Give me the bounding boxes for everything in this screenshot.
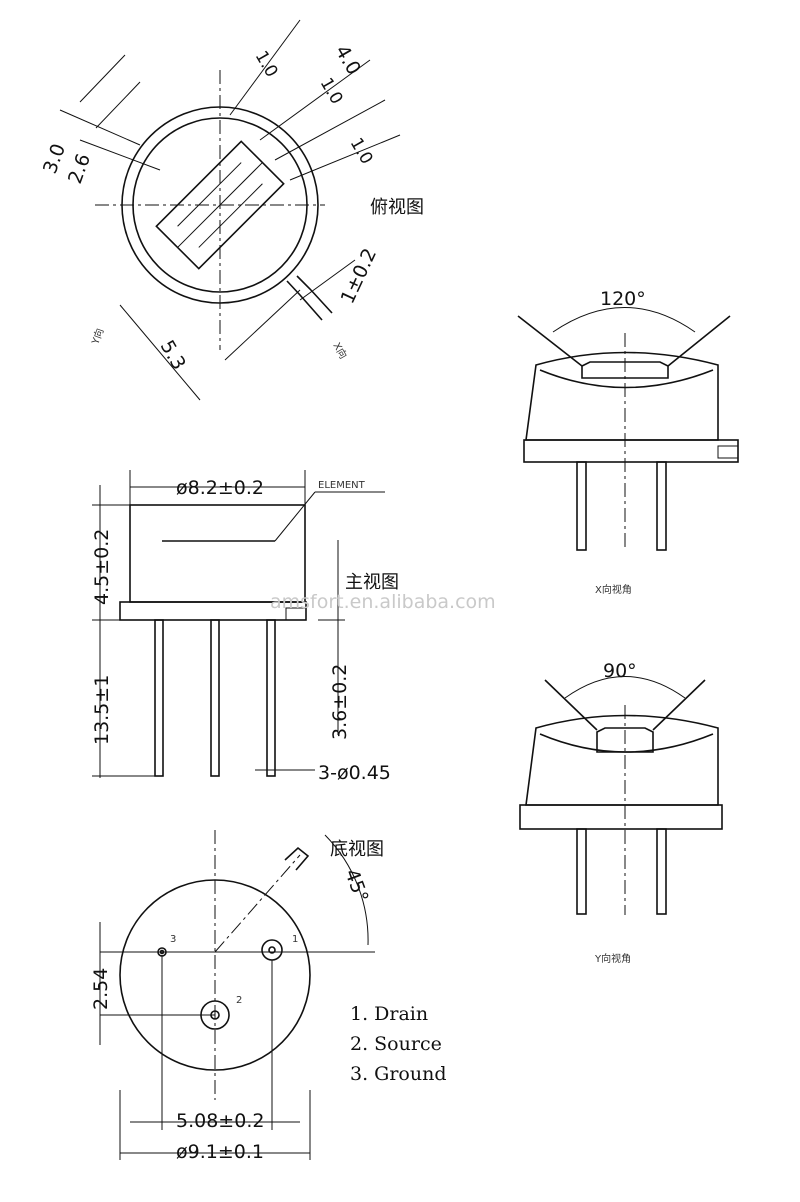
top-tab	[286, 275, 333, 321]
dim-2-54: 2.54	[90, 968, 112, 1010]
dim-dia-8-2: ø8.2±0.2	[176, 477, 264, 499]
pin-list-item: 3. Ground	[350, 1063, 447, 1085]
x-flange	[523, 439, 739, 463]
y-flange	[519, 804, 723, 830]
dim-dia-9-1: ø9.1±0.1	[176, 1141, 264, 1163]
x-view-angle: 120°	[600, 288, 646, 310]
pin-1-hole	[261, 939, 283, 961]
pin-list-item: 1. Drain	[350, 1003, 428, 1025]
x-pin-left	[576, 461, 587, 551]
dim-3-6: 3.6±0.2	[329, 664, 351, 740]
dim-5-08: 5.08±0.2	[176, 1110, 264, 1132]
dim-1-0-2: 1±0.2	[337, 245, 382, 307]
pin-list-item: 2. Source	[350, 1033, 442, 1055]
top-view: 3.0 2.6 1.0 4.0 1.0 1.0 俯视图 1±0.2 Y向 X向 …	[39, 19, 424, 401]
watermark: amsfort.en.alibaba.com	[270, 591, 496, 613]
dim-1-0-b: 1.0	[316, 75, 347, 108]
top-window	[155, 140, 285, 270]
main-cap	[129, 504, 306, 603]
pin-2-number: 2	[236, 995, 242, 1006]
top-view-label: 俯视图	[370, 197, 424, 218]
pin-1-number: 1	[292, 934, 298, 945]
main-view: ø8.2±0.2 ELEMENT 4.5±0.2 13.5±1 3.6±0.2 …	[91, 470, 399, 784]
x-pin-right	[656, 461, 667, 551]
dim-4-5: 4.5±0.2	[91, 529, 113, 605]
x-view-caption: X向视角	[595, 583, 632, 596]
main-view-label: 主视图	[345, 572, 399, 593]
x-cap	[525, 351, 719, 441]
pin-legend: 1. Drain 2. Source 3. Ground	[350, 1003, 447, 1085]
bottom-view-label: 底视图	[330, 839, 384, 860]
y-view-angle: 90°	[603, 660, 637, 682]
y-view: 90° Y向视角	[519, 660, 723, 965]
main-pin-right	[266, 619, 276, 777]
element-label: ELEMENT	[318, 480, 366, 491]
bottom-tab	[284, 846, 310, 871]
dim-13-5: 13.5±1	[91, 675, 113, 745]
main-pin-mid	[210, 619, 220, 777]
dim-2-6: 2.6	[64, 151, 95, 187]
y-view-caption: Y向视角	[594, 952, 631, 965]
dim-4-0: 4.0	[331, 42, 365, 79]
x-direction-label: X向	[330, 340, 350, 361]
y-direction-label: Y向	[88, 326, 106, 347]
y-cap	[525, 714, 719, 806]
dim-1-0-c: 1.0	[346, 135, 377, 168]
dim-45-deg: 45°	[340, 866, 372, 905]
x-view: 120° X向视角	[517, 288, 739, 596]
dim-5-3: 5.3	[156, 337, 190, 374]
pin-3-number: 3	[170, 934, 176, 945]
y-pin-left	[576, 828, 587, 915]
y-pin-right	[656, 828, 667, 915]
dim-3-0: 3.0	[39, 141, 70, 177]
dim-1-0-a: 1.0	[251, 48, 282, 81]
dim-pins: 3-ø0.45	[318, 762, 391, 784]
main-pin-left	[154, 619, 164, 777]
bottom-view: 底视图 45° 2.54 5.08±0.2 ø9.1±0.1 3 1 2	[90, 830, 384, 1163]
pin-2-hole	[200, 1000, 230, 1030]
